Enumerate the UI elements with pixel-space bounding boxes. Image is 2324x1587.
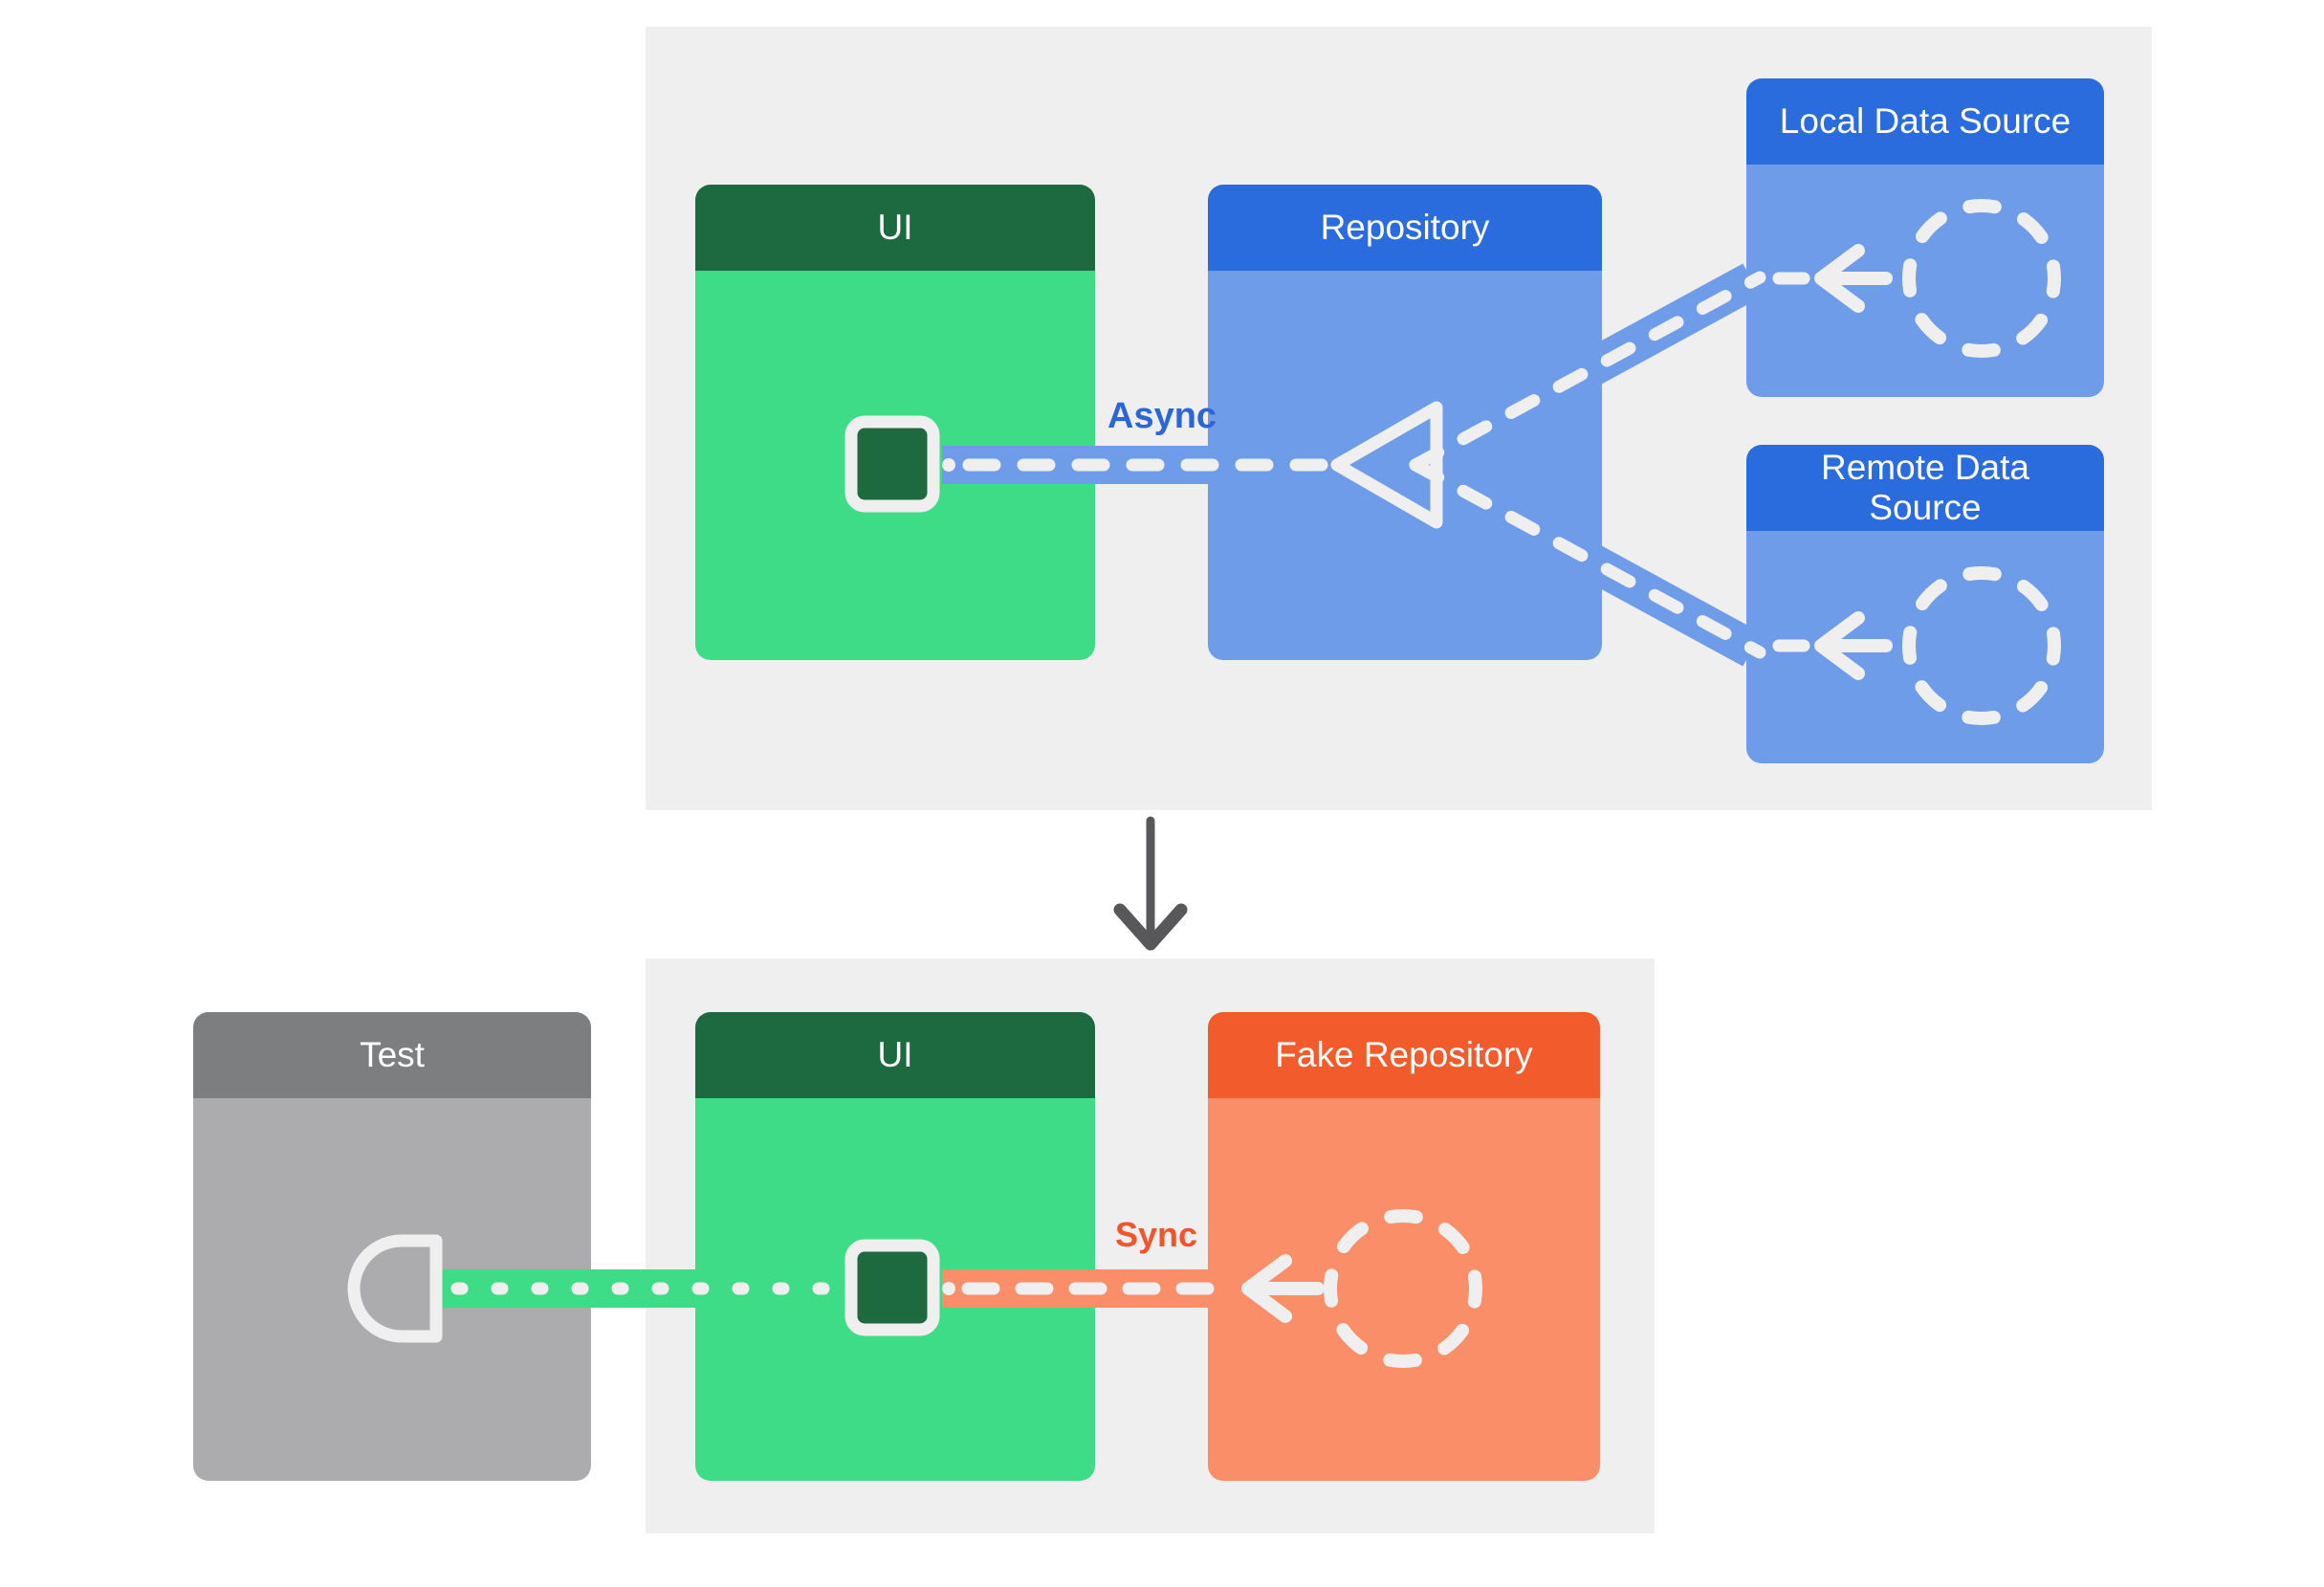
fake-repository-box: Fake Repository (1208, 1012, 1600, 1481)
remote-data-source-body (1746, 531, 2104, 763)
local-data-source-header: Local Data Source (1746, 78, 2104, 165)
ui-box-bottom-title: UI (877, 1035, 913, 1074)
fake-repository-title: Fake Repository (1275, 1035, 1533, 1074)
test-box-body (193, 1098, 591, 1481)
fake-repository-header: Fake Repository (1208, 1012, 1600, 1098)
ui-box-bottom-body (695, 1098, 1095, 1481)
fake-repository-body (1208, 1098, 1600, 1481)
test-box-header: Test (193, 1012, 591, 1098)
repository-box-header: Repository (1208, 185, 1602, 271)
local-data-source-title: Local Data Source (1779, 101, 2072, 141)
test-box-title: Test (360, 1035, 425, 1074)
down-arrow-head (1113, 903, 1188, 951)
repository-box-body (1208, 271, 1602, 660)
ui-box-bottom: UI (695, 1012, 1095, 1481)
remote-data-source-box: Remote Data Source (1746, 445, 2104, 763)
ui-box-bottom-header: UI (695, 1012, 1095, 1098)
sync-label: Sync (1115, 1215, 1198, 1254)
remote-data-source-title: Remote Data Source (1821, 448, 2029, 527)
async-label: Async (1107, 396, 1217, 436)
ui-box-top-body (695, 271, 1095, 660)
repository-box-title: Repository (1320, 208, 1490, 247)
test-box: Test (193, 1012, 591, 1481)
ui-box-top-title: UI (877, 208, 913, 247)
ui-box-top-header: UI (695, 185, 1095, 271)
local-data-source-body (1746, 165, 2104, 397)
local-data-source-box: Local Data Source (1746, 78, 2104, 397)
repository-box: Repository (1208, 185, 1602, 660)
remote-data-source-header: Remote Data Source (1746, 445, 2104, 531)
ui-box-top: UI (695, 185, 1095, 660)
